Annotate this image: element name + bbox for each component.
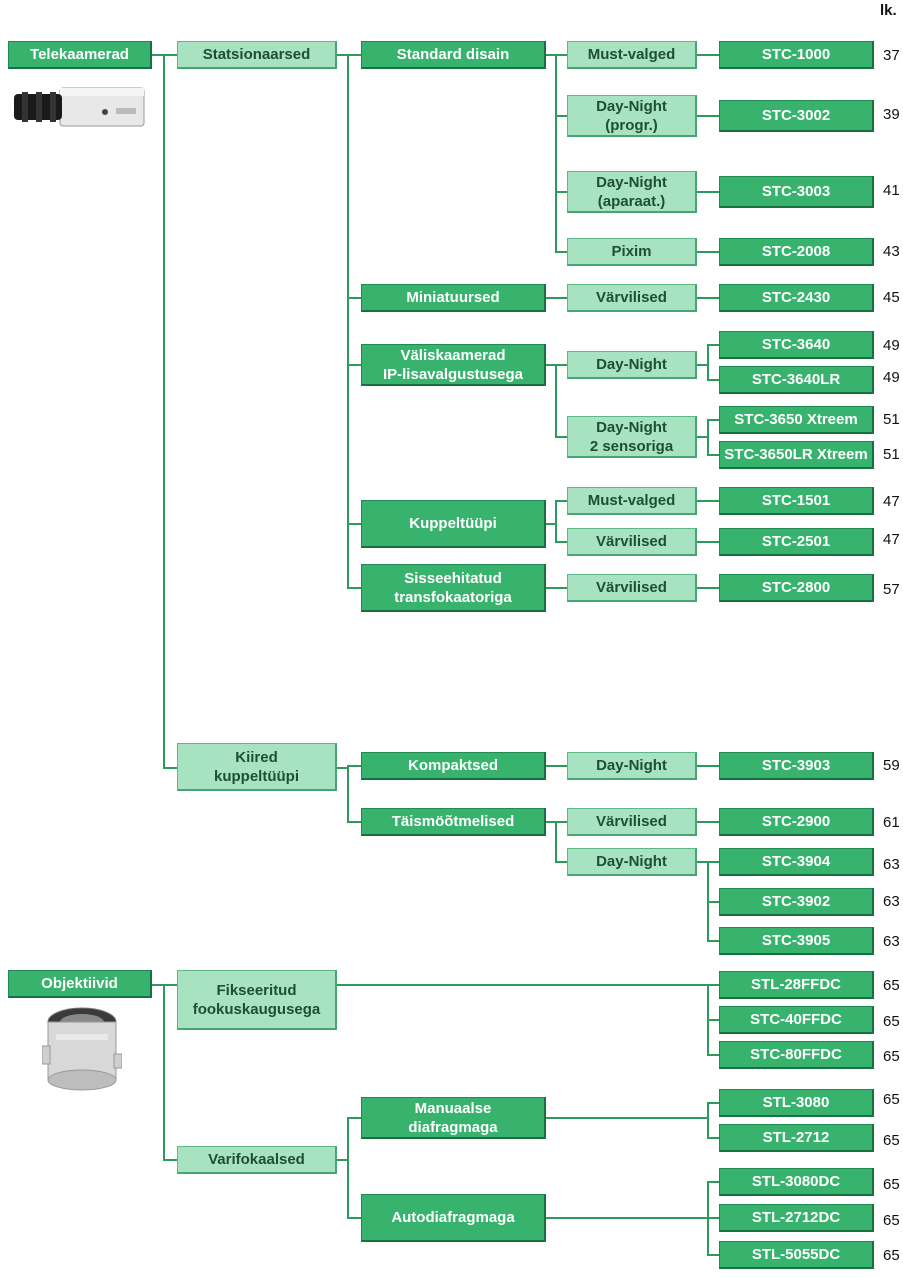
model-box: STC-1501 (719, 487, 874, 515)
type-day-night-valis: Day-Night (567, 351, 697, 379)
model-box: STC-2800 (719, 574, 874, 602)
type-day-night-progr: Day-Night (progr.) (567, 95, 697, 137)
cat-statsionaarsed: Statsionaarsed (177, 41, 337, 69)
sub-kuppeltuupi: Kuppeltüüpi (361, 500, 546, 548)
page-number: 65 (883, 1176, 900, 1193)
model-box: STC-3650 Xtreem (719, 406, 874, 434)
page-number: 47 (883, 493, 900, 510)
page-number: 65 (883, 1013, 900, 1030)
model-box: STC-2008 (719, 238, 874, 266)
cat-varifokaalsed: Varifokaalsed (177, 1146, 337, 1174)
model-box: STC-3904 (719, 848, 874, 876)
page-number: 37 (883, 47, 900, 64)
root-telekaamerad: Telekaamerad (8, 41, 152, 69)
type-day-night-aparaat: Day-Night (aparaat.) (567, 171, 697, 213)
page-number: 63 (883, 933, 900, 950)
page-number: 39 (883, 106, 900, 123)
model-box: STC-40FFDC (719, 1006, 874, 1034)
page-number: 41 (883, 182, 900, 199)
model-box: STL-5055DC (719, 1241, 874, 1269)
page-number: 65 (883, 1132, 900, 1149)
varifocal-lens-icon (42, 1007, 122, 1091)
page-number: 63 (883, 893, 900, 910)
model-box: STC-3003 (719, 176, 874, 208)
type-day-night-kompakt: Day-Night (567, 752, 697, 780)
model-box: STL-3080 (719, 1089, 874, 1117)
model-box: STC-3640 (719, 331, 874, 359)
page-number: 47 (883, 531, 900, 548)
page-column-header: lk. (880, 2, 897, 19)
page-number: 49 (883, 337, 900, 354)
model-box: STC-3640LR (719, 366, 874, 394)
sub-taismootmelised: Täismöõtmelised (361, 808, 546, 836)
type-day-night-taismoot: Day-Night (567, 848, 697, 876)
page-number: 51 (883, 411, 900, 428)
page-number: 61 (883, 814, 900, 831)
type-must-valged: Must-valged (567, 41, 697, 69)
box-camera-icon (14, 87, 145, 127)
cat-fikseeritud: Fikseeritud fookuskaugusega (177, 970, 337, 1030)
model-box: STC-80FFDC (719, 1041, 874, 1069)
sub-kompaktsed: Kompaktsed (361, 752, 546, 780)
model-box: STC-2501 (719, 528, 874, 556)
type-varvilised-kuppel: Värvilised (567, 528, 697, 556)
model-box: STC-2900 (719, 808, 874, 836)
page-number: 51 (883, 446, 900, 463)
type-varvilised-mini: Värvilised (567, 284, 697, 312)
type-day-night-2sensor: Day-Night 2 sensoriga (567, 416, 697, 458)
model-box: STL-2712DC (719, 1204, 874, 1232)
sub-standard-disain: Standard disain (361, 41, 546, 69)
page-number: 65 (883, 977, 900, 994)
model-box: STC-3903 (719, 752, 874, 780)
page-number: 65 (883, 1091, 900, 1108)
page-number: 63 (883, 856, 900, 873)
page-number: 65 (883, 1247, 900, 1264)
page-number: 57 (883, 581, 900, 598)
model-box: STC-3905 (719, 927, 874, 955)
model-box: STC-3650LR Xtreem (719, 441, 874, 469)
page-number: 43 (883, 243, 900, 260)
root-objektiivid: Objektiivid (8, 970, 152, 998)
type-varvilised-taismoot: Värvilised (567, 808, 697, 836)
page-number: 65 (883, 1048, 900, 1065)
model-box: STC-3902 (719, 888, 874, 916)
type-varvilised-transfo: Värvilised (567, 574, 697, 602)
model-box: STC-2430 (719, 284, 874, 312)
model-box: STL-28FFDC (719, 971, 874, 999)
model-box: STL-2712 (719, 1124, 874, 1152)
sub-manuaalse: Manuaalse diafragmaga (361, 1097, 546, 1139)
page-number: 49 (883, 369, 900, 386)
model-box: STC-3002 (719, 100, 874, 132)
sub-miniatuursed: Miniatuursed (361, 284, 546, 312)
model-box: STC-1000 (719, 41, 874, 69)
type-pixim: Pixim (567, 238, 697, 266)
page-number: 45 (883, 289, 900, 306)
sub-autodiafragma: Autodiafragmaga (361, 1194, 546, 1242)
cat-kiired-kuppeltuupi: Kiired kuppeltüüpi (177, 743, 337, 791)
type-must-valged-kuppel: Must-valged (567, 487, 697, 515)
page-number: 59 (883, 757, 900, 774)
sub-sisseehitatud: Sisseehitatud transfokaatoriga (361, 564, 546, 612)
page-number: 65 (883, 1212, 900, 1229)
sub-valiskaamerad: Väliskaamerad IP-lisavalgustusega (361, 344, 546, 386)
model-box: STL-3080DC (719, 1168, 874, 1196)
